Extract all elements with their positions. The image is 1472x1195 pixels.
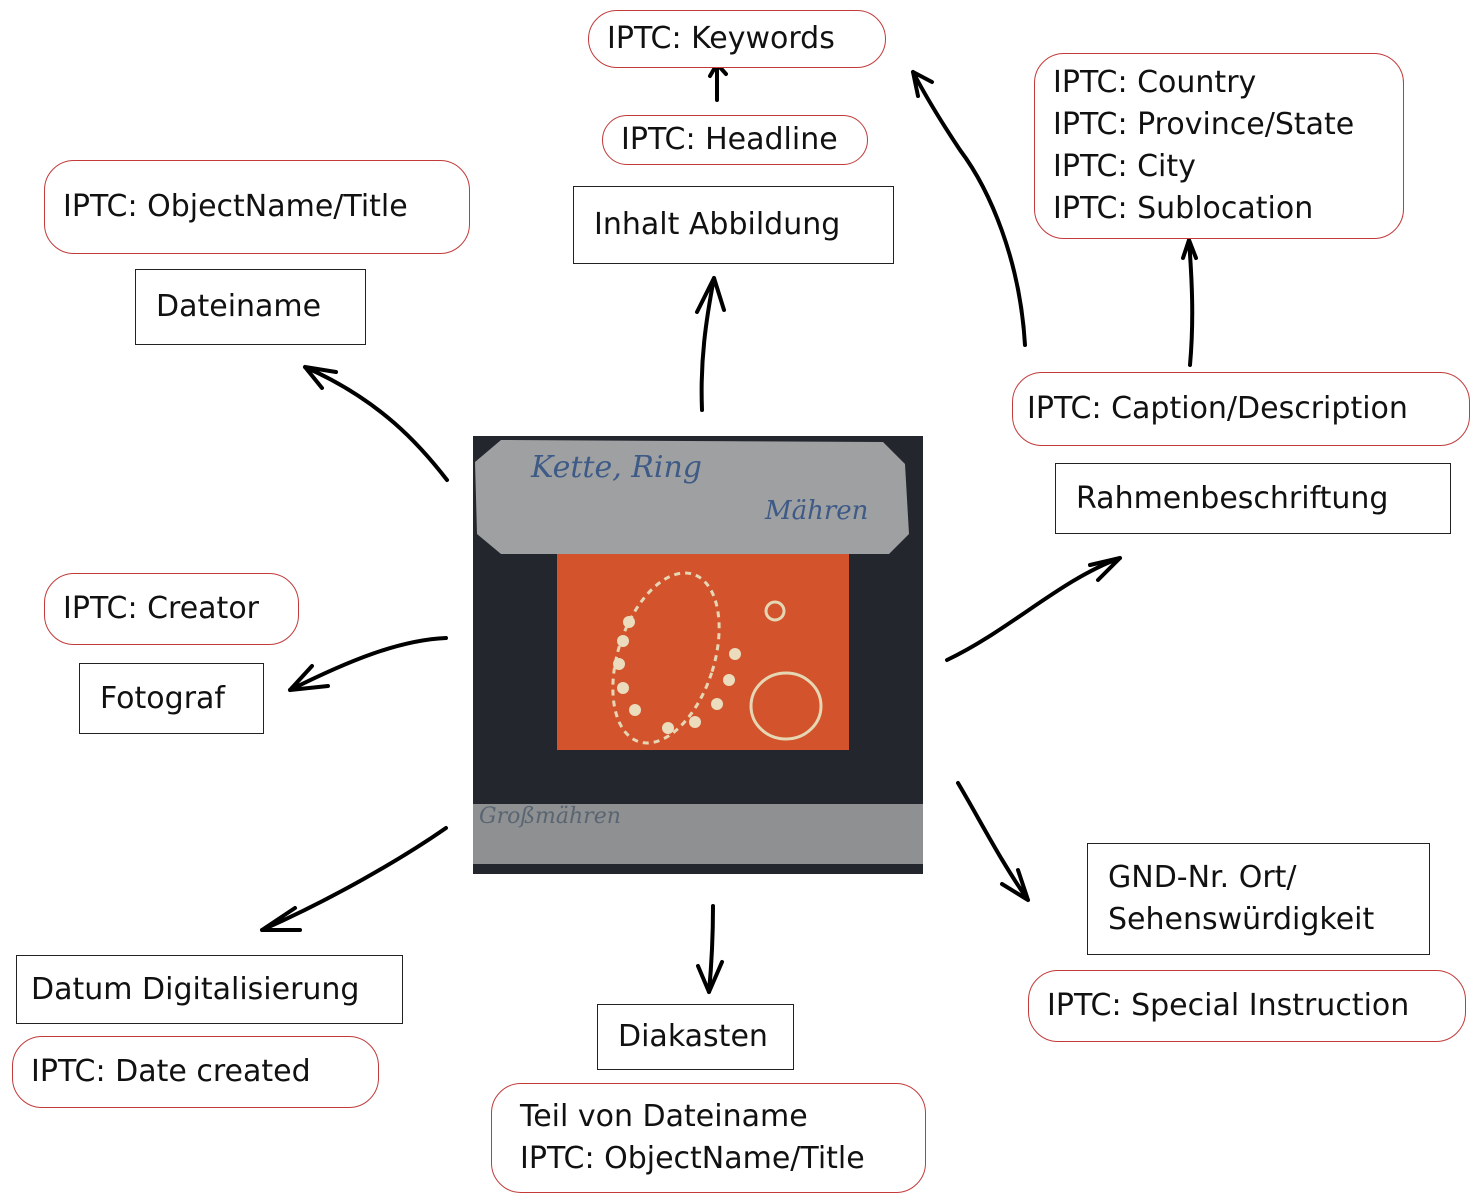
- large-ring: [749, 671, 823, 741]
- slide-handwriting-bottom: Großmähren: [479, 804, 621, 829]
- gnd-nr-label-line2: Sehenswürdigkeit: [1108, 902, 1375, 937]
- iptc-creator-label: IPTC: Creator: [63, 591, 260, 626]
- iptc-caption-pill: IPTC: Caption/Description: [1012, 372, 1470, 446]
- arrow-to-datum: [260, 826, 448, 932]
- fotograf-label: Fotograf: [100, 680, 225, 716]
- iptc-creator-pill: IPTC: Creator: [44, 573, 299, 645]
- slide-photo: [557, 554, 849, 750]
- arrow-to-inhalt: [695, 276, 726, 412]
- diakasten-iptc-objectname-label: IPTC: ObjectName/Title: [520, 1141, 865, 1176]
- iptc-objectname-label: IPTC: ObjectName/Title: [63, 189, 408, 224]
- iptc-headline-pill: IPTC: Headline: [602, 115, 868, 165]
- arrow-to-dateiname: [303, 365, 449, 482]
- inhalt-abbildung-box: Inhalt Abbildung: [573, 186, 894, 264]
- iptc-date-created-label: IPTC: Date created: [31, 1054, 311, 1089]
- arrow-to-location-top: [911, 70, 1027, 347]
- diakasten-box: Diakasten: [597, 1004, 794, 1070]
- diakasten-iptc-pill: Teil von Dateiname IPTC: ObjectName/Titl…: [491, 1083, 926, 1193]
- iptc-city-label: IPTC: City: [1053, 149, 1196, 184]
- slide-bottom-label: [473, 804, 923, 864]
- arrow-to-gnd: [956, 781, 1030, 902]
- slide-image: Kette, Ring Mähren Großmähren: [473, 436, 923, 874]
- iptc-special-instruction-label: IPTC: Special Instruction: [1047, 988, 1410, 1023]
- arrow-to-fotograf: [288, 636, 448, 692]
- iptc-keywords-pill: IPTC: Keywords: [588, 10, 886, 68]
- dateiname-label: Dateiname: [156, 289, 322, 324]
- small-ring: [764, 600, 786, 622]
- arrow-to-rahmen: [945, 556, 1122, 662]
- diakasten-teil-label: Teil von Dateiname: [520, 1099, 808, 1134]
- slide-handwriting-top: Kette, Ring: [531, 450, 703, 485]
- iptc-sublocation-label: IPTC: Sublocation: [1053, 191, 1314, 226]
- dateiname-box: Dateiname: [135, 269, 366, 345]
- rahmenbeschriftung-label: Rahmenbeschriftung: [1076, 480, 1389, 516]
- diakasten-label: Diakasten: [618, 1019, 768, 1054]
- iptc-country-label: IPTC: Country: [1053, 65, 1257, 100]
- fotograf-box: Fotograf: [79, 663, 264, 734]
- iptc-keywords-label: IPTC: Keywords: [607, 21, 835, 56]
- iptc-date-created-pill: IPTC: Date created: [12, 1036, 379, 1108]
- datum-digitalisierung-box: Datum Digitalisierung: [16, 955, 403, 1024]
- datum-digitalisierung-label: Datum Digitalisierung: [31, 971, 360, 1007]
- iptc-location-pill: IPTC: Country IPTC: Province/State IPTC:…: [1034, 53, 1404, 239]
- iptc-caption-label: IPTC: Caption/Description: [1027, 391, 1408, 426]
- necklace: [611, 571, 721, 745]
- rahmenbeschriftung-box: Rahmenbeschriftung: [1055, 463, 1451, 534]
- necklace-pendants: [613, 616, 741, 734]
- iptc-province-label: IPTC: Province/State: [1053, 107, 1355, 142]
- slide-handwriting-top-right: Mähren: [765, 496, 869, 526]
- inhalt-abbildung-label: Inhalt Abbildung: [594, 207, 841, 242]
- gnd-nr-label-line1: GND-Nr. Ort/: [1108, 860, 1297, 895]
- slide-top-label: [475, 440, 909, 554]
- iptc-objectname-pill: IPTC: ObjectName/Title: [44, 160, 470, 254]
- iptc-headline-label: IPTC: Headline: [621, 122, 838, 157]
- gnd-nr-box: GND-Nr. Ort/ Sehenswürdigkeit: [1087, 843, 1430, 955]
- arrow-to-keywords: [708, 62, 728, 102]
- arrow-to-location: [1181, 238, 1198, 367]
- arrow-to-diakasten: [696, 904, 724, 994]
- iptc-special-instruction-pill: IPTC: Special Instruction: [1028, 970, 1466, 1042]
- slide-drawing: [473, 436, 923, 874]
